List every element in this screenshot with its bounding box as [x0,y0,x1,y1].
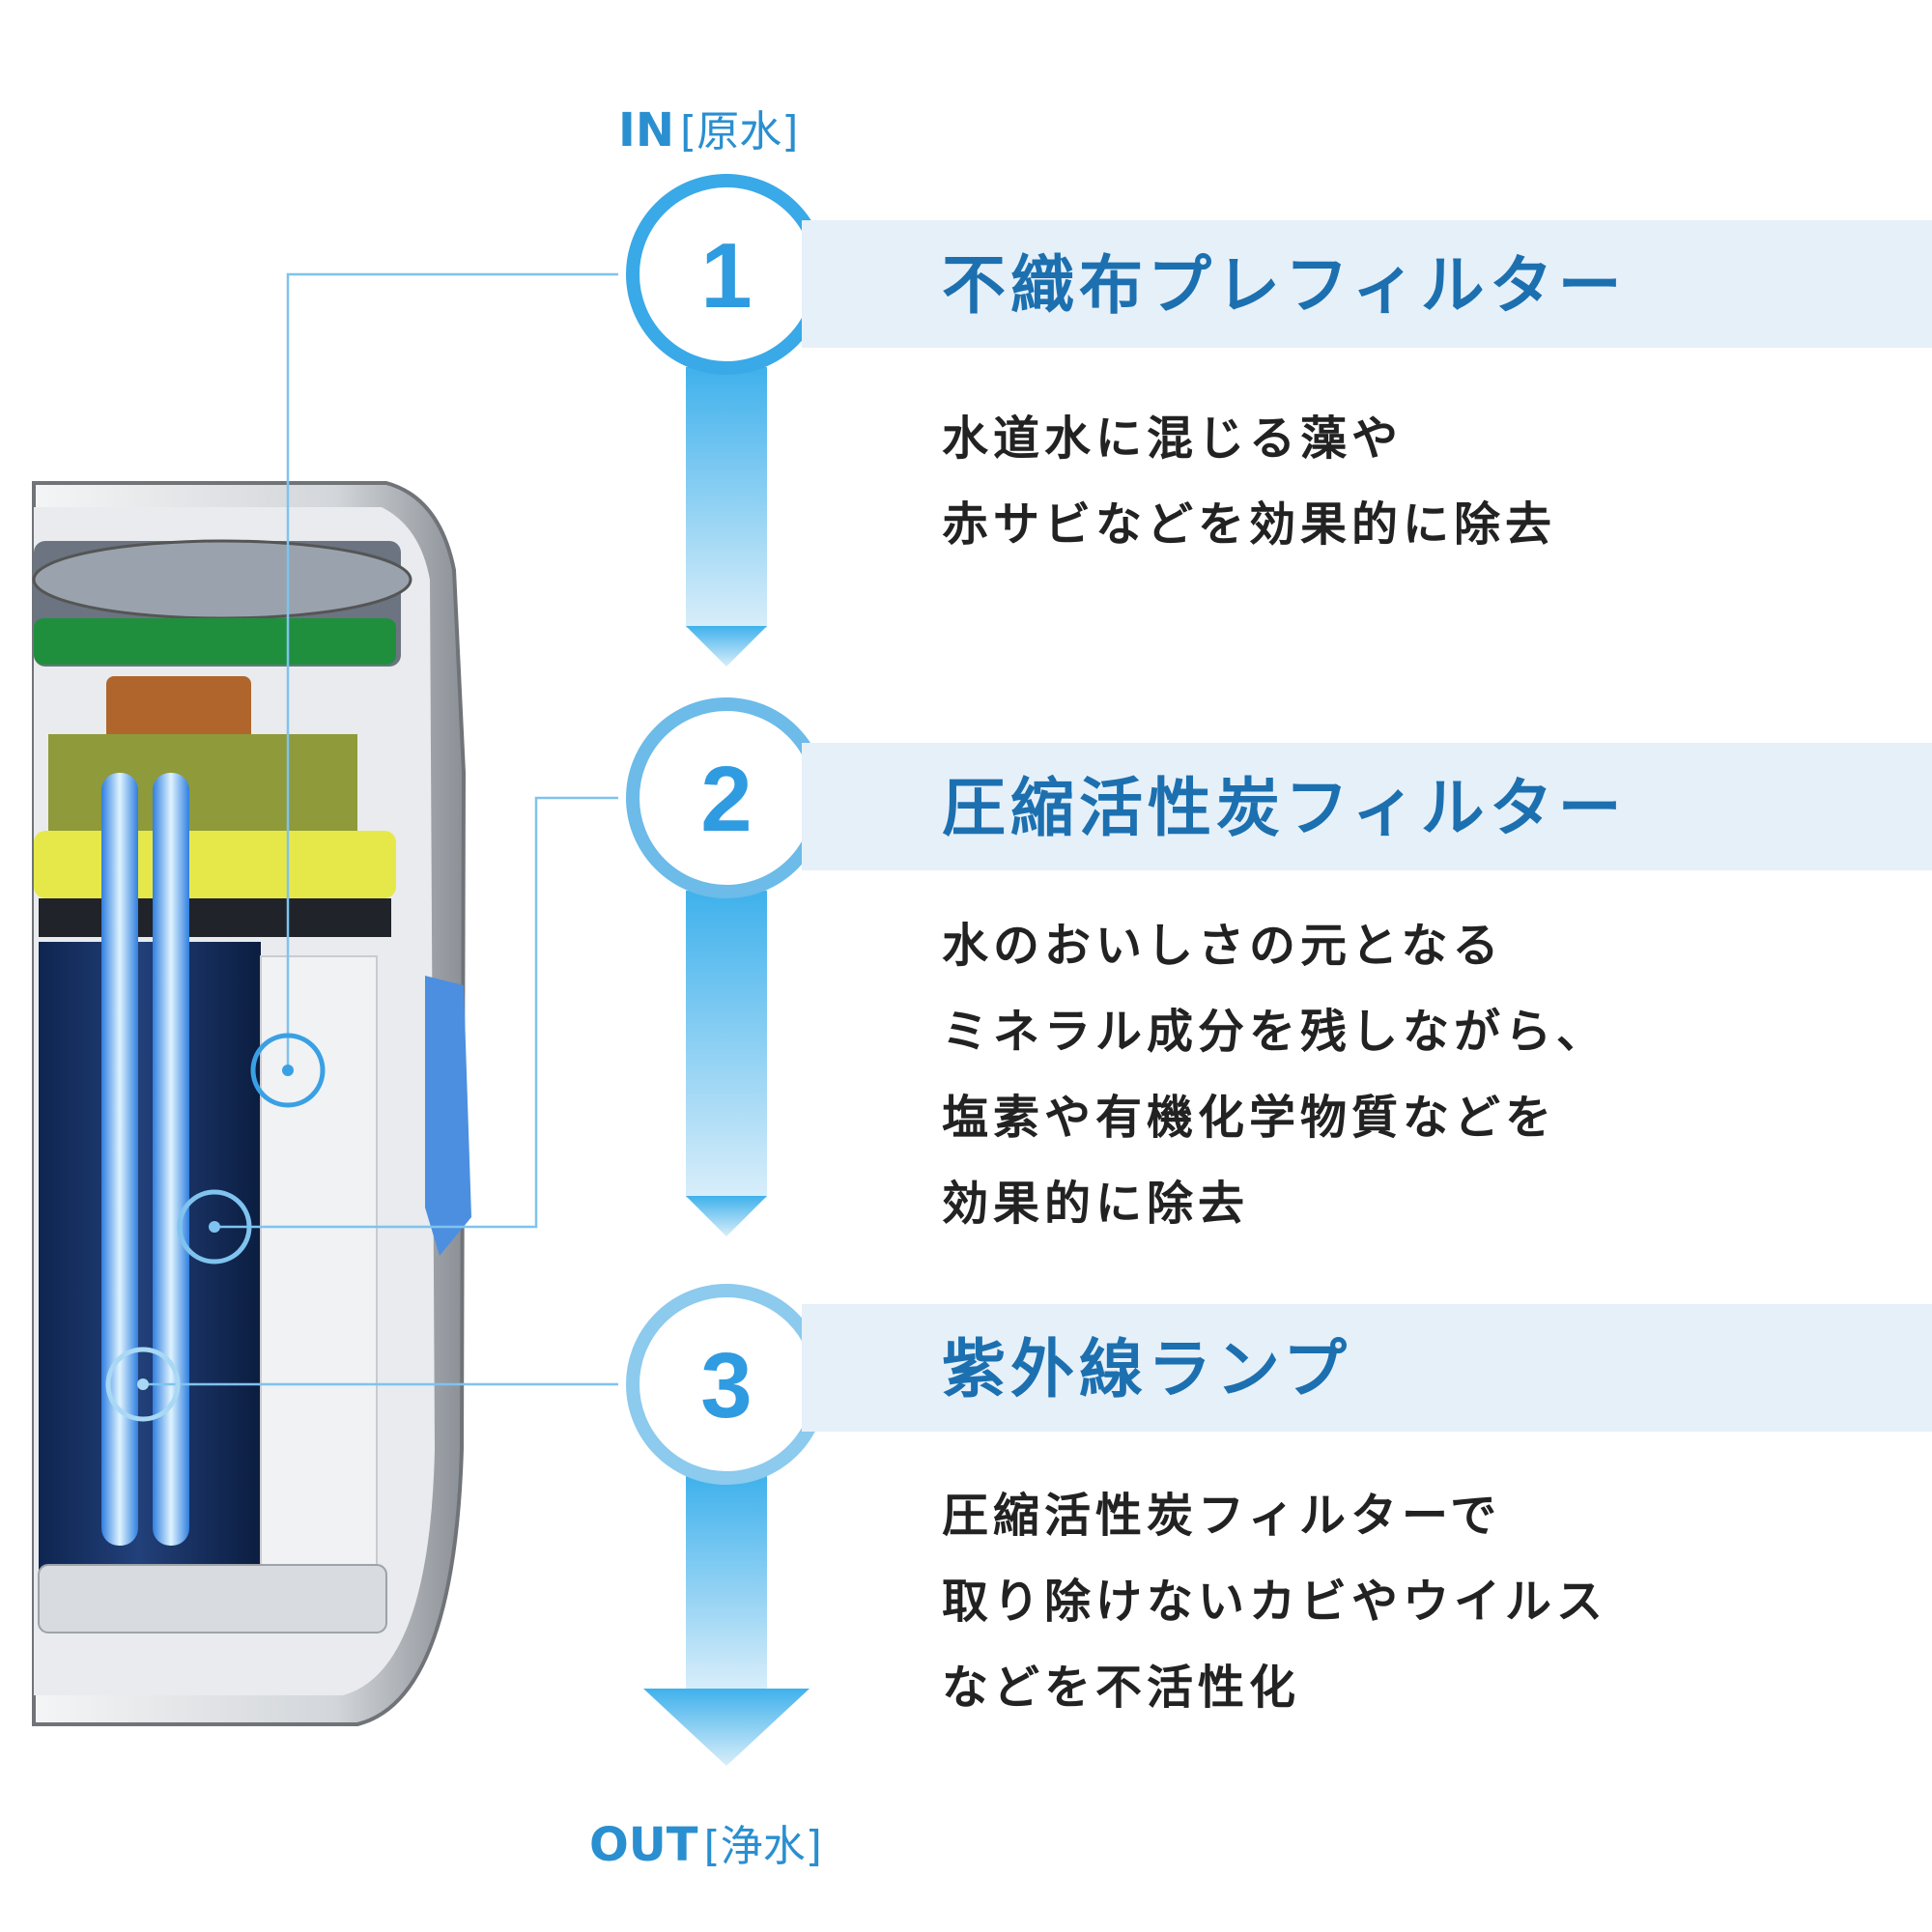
blue-side-seal [425,976,471,1256]
flow-arrow-head-2 [686,1196,767,1236]
step-number-1: 1 [700,224,752,327]
flow-arrow [643,367,810,1766]
step-numbers: 1 2 3 [700,224,752,1437]
flow-arrow-shaft-1 [686,367,767,628]
out-label-bracket: [浄水] [703,1822,822,1871]
step-band-3 [802,1304,1932,1432]
pleated-filter [260,955,378,1566]
step-3-line-1: 圧縮活性炭フィルターで [942,1489,1502,1543]
connector-line-2 [214,796,618,1229]
step-2-line-3: 塩素や有機化学物質などを [942,1091,1557,1145]
step-band-1 [802,220,1932,348]
flow-arrow-head-1 [686,626,767,667]
flow-arrow-shaft-3 [686,1476,767,1690]
green-ring [34,618,396,665]
in-label-bracket: [原水] [680,107,799,156]
bottom-cap [38,1564,387,1634]
callout-circle-3 [105,1347,181,1422]
olive-housing [48,734,357,840]
uv-lamp-tube-left [101,773,138,1546]
uv-lamp-tube-right [153,773,189,1546]
callout-circle-2 [177,1189,252,1264]
step-title-2: 圧縮活性炭フィルター [942,771,1627,845]
yellow-ring [34,831,396,898]
step-1-line-1: 水道水に混じる藻や [942,412,1404,466]
in-label: IN[原水] [618,97,798,158]
callout-dot-2 [209,1221,220,1233]
activated-carbon-core [39,942,261,1570]
out-label-text: OUT [589,1818,698,1872]
step-title-1: 不織布プレフィルター [942,248,1627,323]
filter-cutaway-illustration [32,481,471,1726]
step-3-line-2: 取り除けないカビやウイルス [942,1575,1608,1629]
connector-lines [143,272,618,1386]
dark-ring [39,898,391,937]
step-description-2: 水のおいしさの元となる ミネラル成分を残しながら、 塩素や有機化学物質などを 効… [942,903,1607,1247]
step-band-2 [802,743,1932,870]
step-description-1: 水道水に混じる藻や 赤サビなどを効果的に除去 [942,396,1556,568]
flow-arrow-head-3 [643,1689,810,1766]
step-circles [626,174,827,1485]
out-label: OUT[浄水] [589,1811,822,1873]
callout-markers [105,1033,326,1422]
callout-dot-3 [137,1378,149,1390]
step-2-line-4: 効果的に除去 [942,1177,1250,1231]
callout-dot-1 [282,1065,294,1076]
copper-coil [106,676,251,744]
connector-line-1 [286,272,618,1070]
top-disc [32,539,412,620]
step-number-3: 3 [700,1334,752,1437]
step-number-2: 2 [700,748,752,851]
callout-circle-1 [250,1033,326,1108]
step-3-line-3: などを不活性化 [942,1661,1301,1715]
step-title-3: 紫外線ランプ [942,1332,1352,1406]
in-label-text: IN [618,103,675,157]
step-1-line-2: 赤サビなどを効果的に除去 [942,497,1557,552]
step-2-line-2: ミネラル成分を残しながら、 [942,1005,1608,1059]
step-description-3: 圧縮活性炭フィルターで 取り除けないカビやウイルス などを不活性化 [942,1473,1607,1731]
step-2-line-1: 水のおいしさの元となる [942,919,1504,973]
flow-arrow-shaft-2 [686,891,767,1198]
